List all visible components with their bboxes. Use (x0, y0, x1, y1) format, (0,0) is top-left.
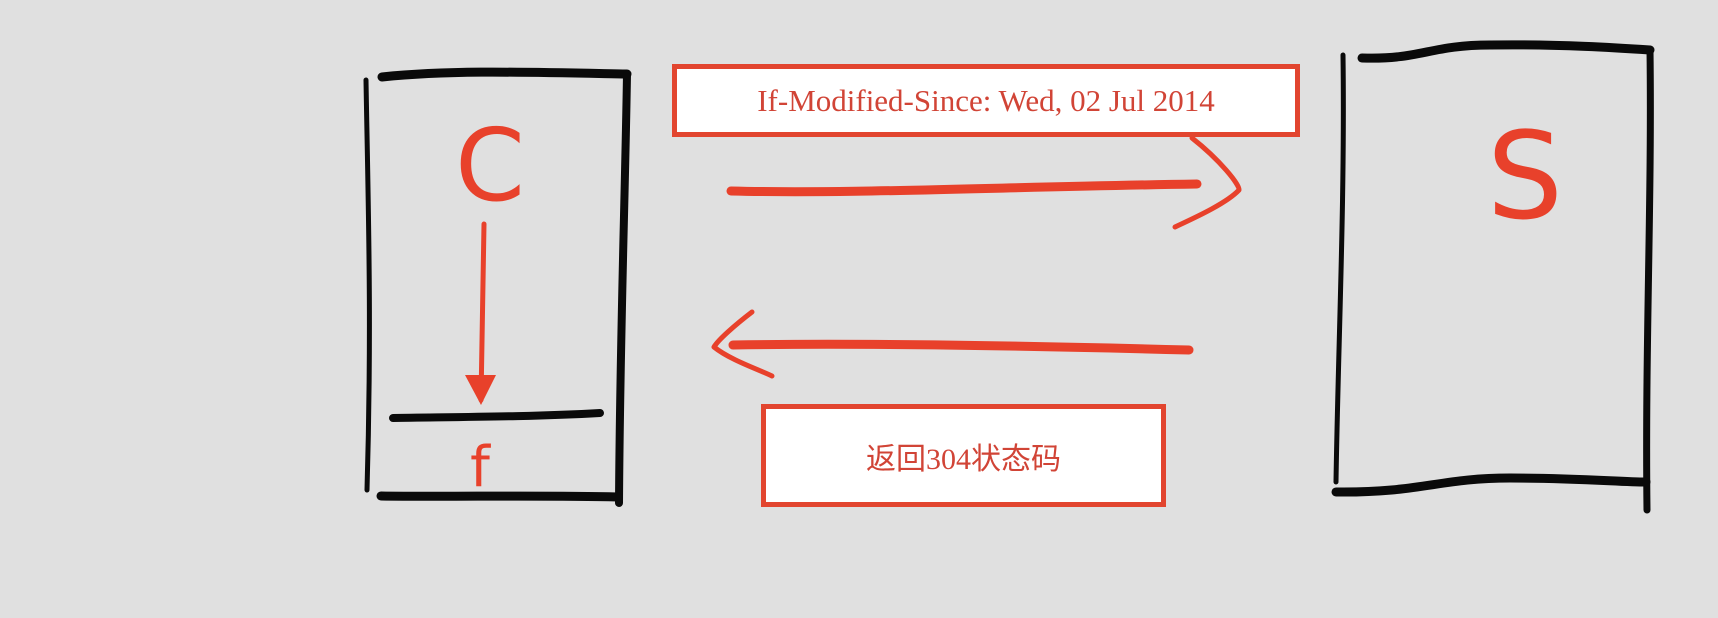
request-header-text: If-Modified-Since: Wed, 02 Jul 2014 (757, 82, 1215, 118)
down-arrow (465, 221, 496, 405)
request-header-label: If-Modified-Since: Wed, 02 Jul 2014 (672, 64, 1300, 137)
cache-divider (389, 409, 604, 422)
server-label: S (1487, 108, 1563, 247)
response-arrow (711, 309, 1194, 379)
client-box (363, 67, 632, 507)
cache-label: f (470, 435, 491, 500)
request-arrow (726, 135, 1242, 230)
response-status-text: 返回304状态码 (866, 442, 1061, 476)
client-label: C (455, 107, 525, 224)
server-box (1331, 40, 1655, 514)
response-status-label: 返回304状态码 (761, 404, 1166, 507)
